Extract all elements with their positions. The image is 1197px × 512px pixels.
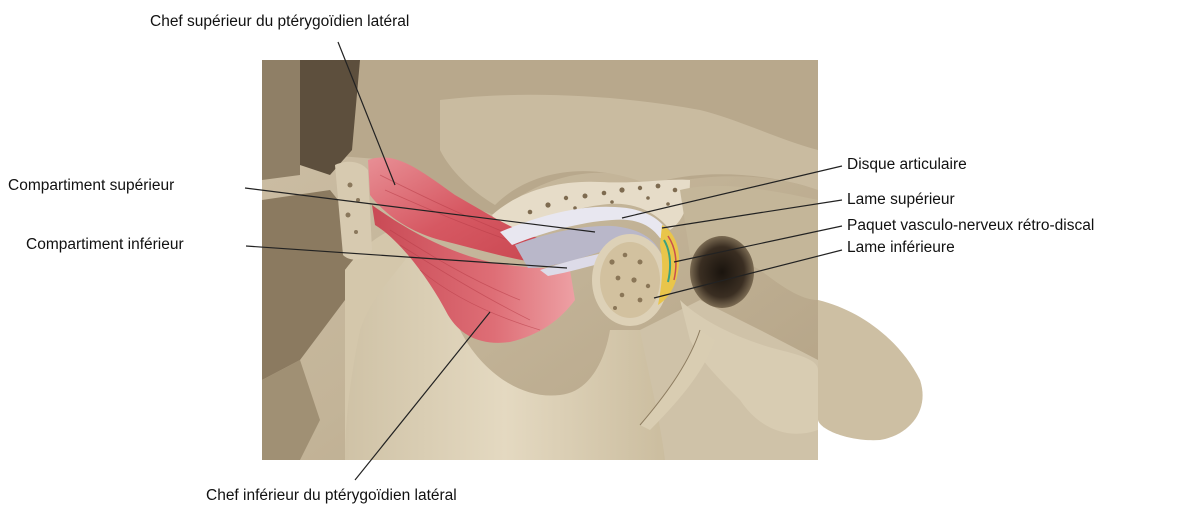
label-compartiment-inferieur: Compartiment inférieur [26,236,184,254]
label-lame-superieur: Lame supérieur [847,191,955,209]
label-chef-inferieur: Chef inférieur du ptérygoïdien latéral [206,487,457,505]
label-disque-articulaire: Disque articulaire [847,156,967,174]
label-lame-inferieure: Lame inférieure [847,239,955,257]
label-chef-superieur: Chef supérieur du ptérygoïdien latéral [150,13,409,31]
label-compartiment-superieur: Compartiment supérieur [8,177,174,195]
label-paquet-vasculo-nerveux: Paquet vasculo-nerveux rétro-discal [847,217,1094,235]
